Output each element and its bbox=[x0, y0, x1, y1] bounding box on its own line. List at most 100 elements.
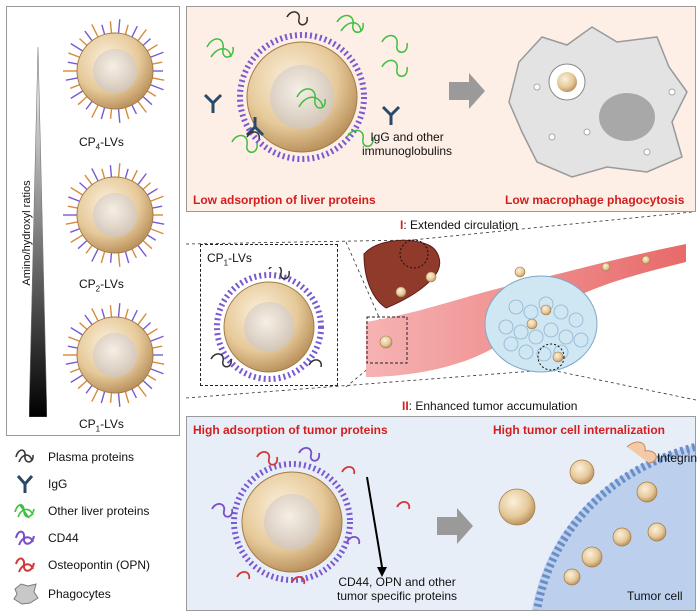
vesicle-spike bbox=[124, 107, 130, 120]
vesicle-spike bbox=[124, 24, 129, 35]
top-panel-illustration bbox=[203, 11, 688, 178]
vesicle-spike bbox=[142, 380, 153, 390]
vesicle-spike bbox=[70, 234, 84, 243]
vesicle-spike bbox=[109, 108, 113, 119]
vesicle-spike bbox=[101, 168, 106, 179]
vesicle-spikes bbox=[63, 19, 165, 123]
vesicle-cp2-label: CP2-LVs bbox=[79, 277, 124, 294]
vesicle-spike bbox=[101, 24, 106, 35]
tumor-cell bbox=[532, 445, 695, 610]
vesicle-spike bbox=[67, 205, 78, 209]
vesicle-spike bbox=[91, 168, 99, 182]
vesicle-spike bbox=[85, 244, 93, 254]
vesicle-spike bbox=[79, 322, 88, 330]
vesicle-spike bbox=[65, 77, 78, 81]
vesicle-spike bbox=[109, 252, 113, 263]
vesicle-cp1 bbox=[63, 303, 165, 407]
plasma-protein-icon bbox=[15, 449, 34, 463]
internalized-vesicles bbox=[498, 459, 667, 586]
igg-molecules bbox=[203, 93, 401, 137]
low-phagocytosis-caption: Low macrophage phagocytosis bbox=[505, 193, 685, 207]
annotation-pointer bbox=[366, 476, 383, 568]
vesicle-spike bbox=[152, 205, 163, 209]
vesicle-spike bbox=[131, 169, 138, 182]
vesicle-spike bbox=[69, 228, 80, 233]
vesicle-cp4-label: CP4-LVs bbox=[79, 135, 124, 152]
integrin-label: Integrin bbox=[657, 451, 698, 465]
vesicle-spike bbox=[70, 187, 84, 196]
plasma-proteins-on-vesicle bbox=[246, 11, 308, 140]
integrin-receptor bbox=[626, 441, 657, 464]
vesicle-spike bbox=[142, 182, 151, 190]
vesicle-spike bbox=[91, 24, 99, 38]
vesicle-spike bbox=[146, 90, 157, 97]
vesicle-spike bbox=[70, 90, 84, 99]
vesicle-series-panel: Amino/hydroxyl ratios CP4-LVs CP2-LVs CP… bbox=[6, 6, 180, 436]
vesicle-spike bbox=[152, 61, 163, 65]
vesicle-spike bbox=[117, 163, 121, 178]
bottom-panel-tumor-interaction: High adsorption of tumor proteins High t… bbox=[186, 416, 698, 611]
vesicle-spike bbox=[124, 251, 130, 264]
process-arrow bbox=[437, 508, 473, 544]
vesicle-spike bbox=[152, 77, 165, 81]
tumor-proteins bbox=[211, 447, 411, 585]
vesicle-spike bbox=[91, 104, 99, 118]
annotation-line: CD44, OPN and other bbox=[338, 575, 456, 589]
vesicle-spike bbox=[142, 38, 151, 46]
vesicle-spike bbox=[150, 195, 164, 202]
vesicle-spike bbox=[117, 392, 121, 407]
liver-proteins bbox=[206, 14, 408, 153]
vesicle-spike bbox=[70, 374, 84, 383]
vesicle-spike bbox=[150, 84, 164, 91]
vesicle-spike bbox=[79, 182, 88, 190]
vesicle-spike bbox=[100, 251, 106, 264]
legend-item: Osteopontin (OPN) bbox=[8, 554, 183, 578]
vesicle-spike bbox=[101, 308, 106, 319]
vesicle-spike bbox=[84, 314, 93, 326]
vesicle-spike bbox=[146, 328, 158, 336]
immunoglobulin-annotation: IgG and other immunoglobulins bbox=[362, 130, 452, 158]
vesicle-spike bbox=[142, 96, 153, 106]
vesicle-spike bbox=[137, 29, 147, 42]
vessel-zoom-box bbox=[366, 316, 408, 364]
vesicle-spike bbox=[124, 391, 130, 404]
vesicle-spike bbox=[91, 248, 99, 262]
vesicle-spike bbox=[137, 173, 147, 186]
vesicle-spike bbox=[152, 361, 165, 365]
vesicle-spike bbox=[150, 368, 164, 375]
stage-two-label: II: Enhanced tumor accumulation bbox=[402, 399, 578, 413]
vesicle-cp4 bbox=[63, 19, 165, 123]
tumor-mass bbox=[484, 275, 598, 373]
vesicle bbox=[237, 32, 367, 162]
vesicle-spike bbox=[109, 305, 113, 318]
vesicle-spike bbox=[70, 43, 84, 52]
vesicle-spike bbox=[68, 52, 80, 58]
cp1-zoom-vesicle bbox=[210, 267, 324, 382]
vesicle-spike bbox=[91, 308, 99, 322]
macrophage bbox=[508, 26, 688, 178]
ratio-gradient-bar bbox=[29, 47, 47, 417]
vesicle-spike bbox=[146, 188, 158, 196]
stage-one-label: I: Extended circulation bbox=[400, 218, 519, 232]
vesicle-spike bbox=[67, 345, 78, 349]
cp1-zoom-box: CP1-LVs bbox=[200, 244, 338, 386]
opn-icon bbox=[15, 557, 35, 573]
legend-item: IgG bbox=[8, 473, 183, 497]
ratio-axis-label: Amino/hydroxyl ratios bbox=[21, 180, 33, 286]
vesicle-spike bbox=[124, 308, 129, 319]
vesicle-spike bbox=[152, 221, 165, 225]
vesicle-spike bbox=[77, 96, 88, 106]
vesicle-spike bbox=[100, 107, 106, 120]
process-arrow bbox=[449, 73, 485, 109]
vesicle-spike bbox=[67, 61, 78, 65]
legend-item: Other liver proteins bbox=[8, 500, 183, 524]
tumor-cell-label: Tumor cell bbox=[627, 589, 683, 603]
low-liver-adsorption-caption: Low adsorption of liver proteins bbox=[193, 193, 376, 207]
vesicle-spike bbox=[69, 368, 80, 373]
annotation-line: IgG and other bbox=[370, 130, 444, 144]
vesicle-spike bbox=[146, 374, 157, 381]
vesicle-spike bbox=[117, 303, 121, 318]
cp1-zoom-label: CP1-LVs bbox=[207, 251, 252, 268]
vesicle-spike bbox=[137, 100, 147, 113]
annotation-line: immunoglobulins bbox=[362, 144, 453, 158]
